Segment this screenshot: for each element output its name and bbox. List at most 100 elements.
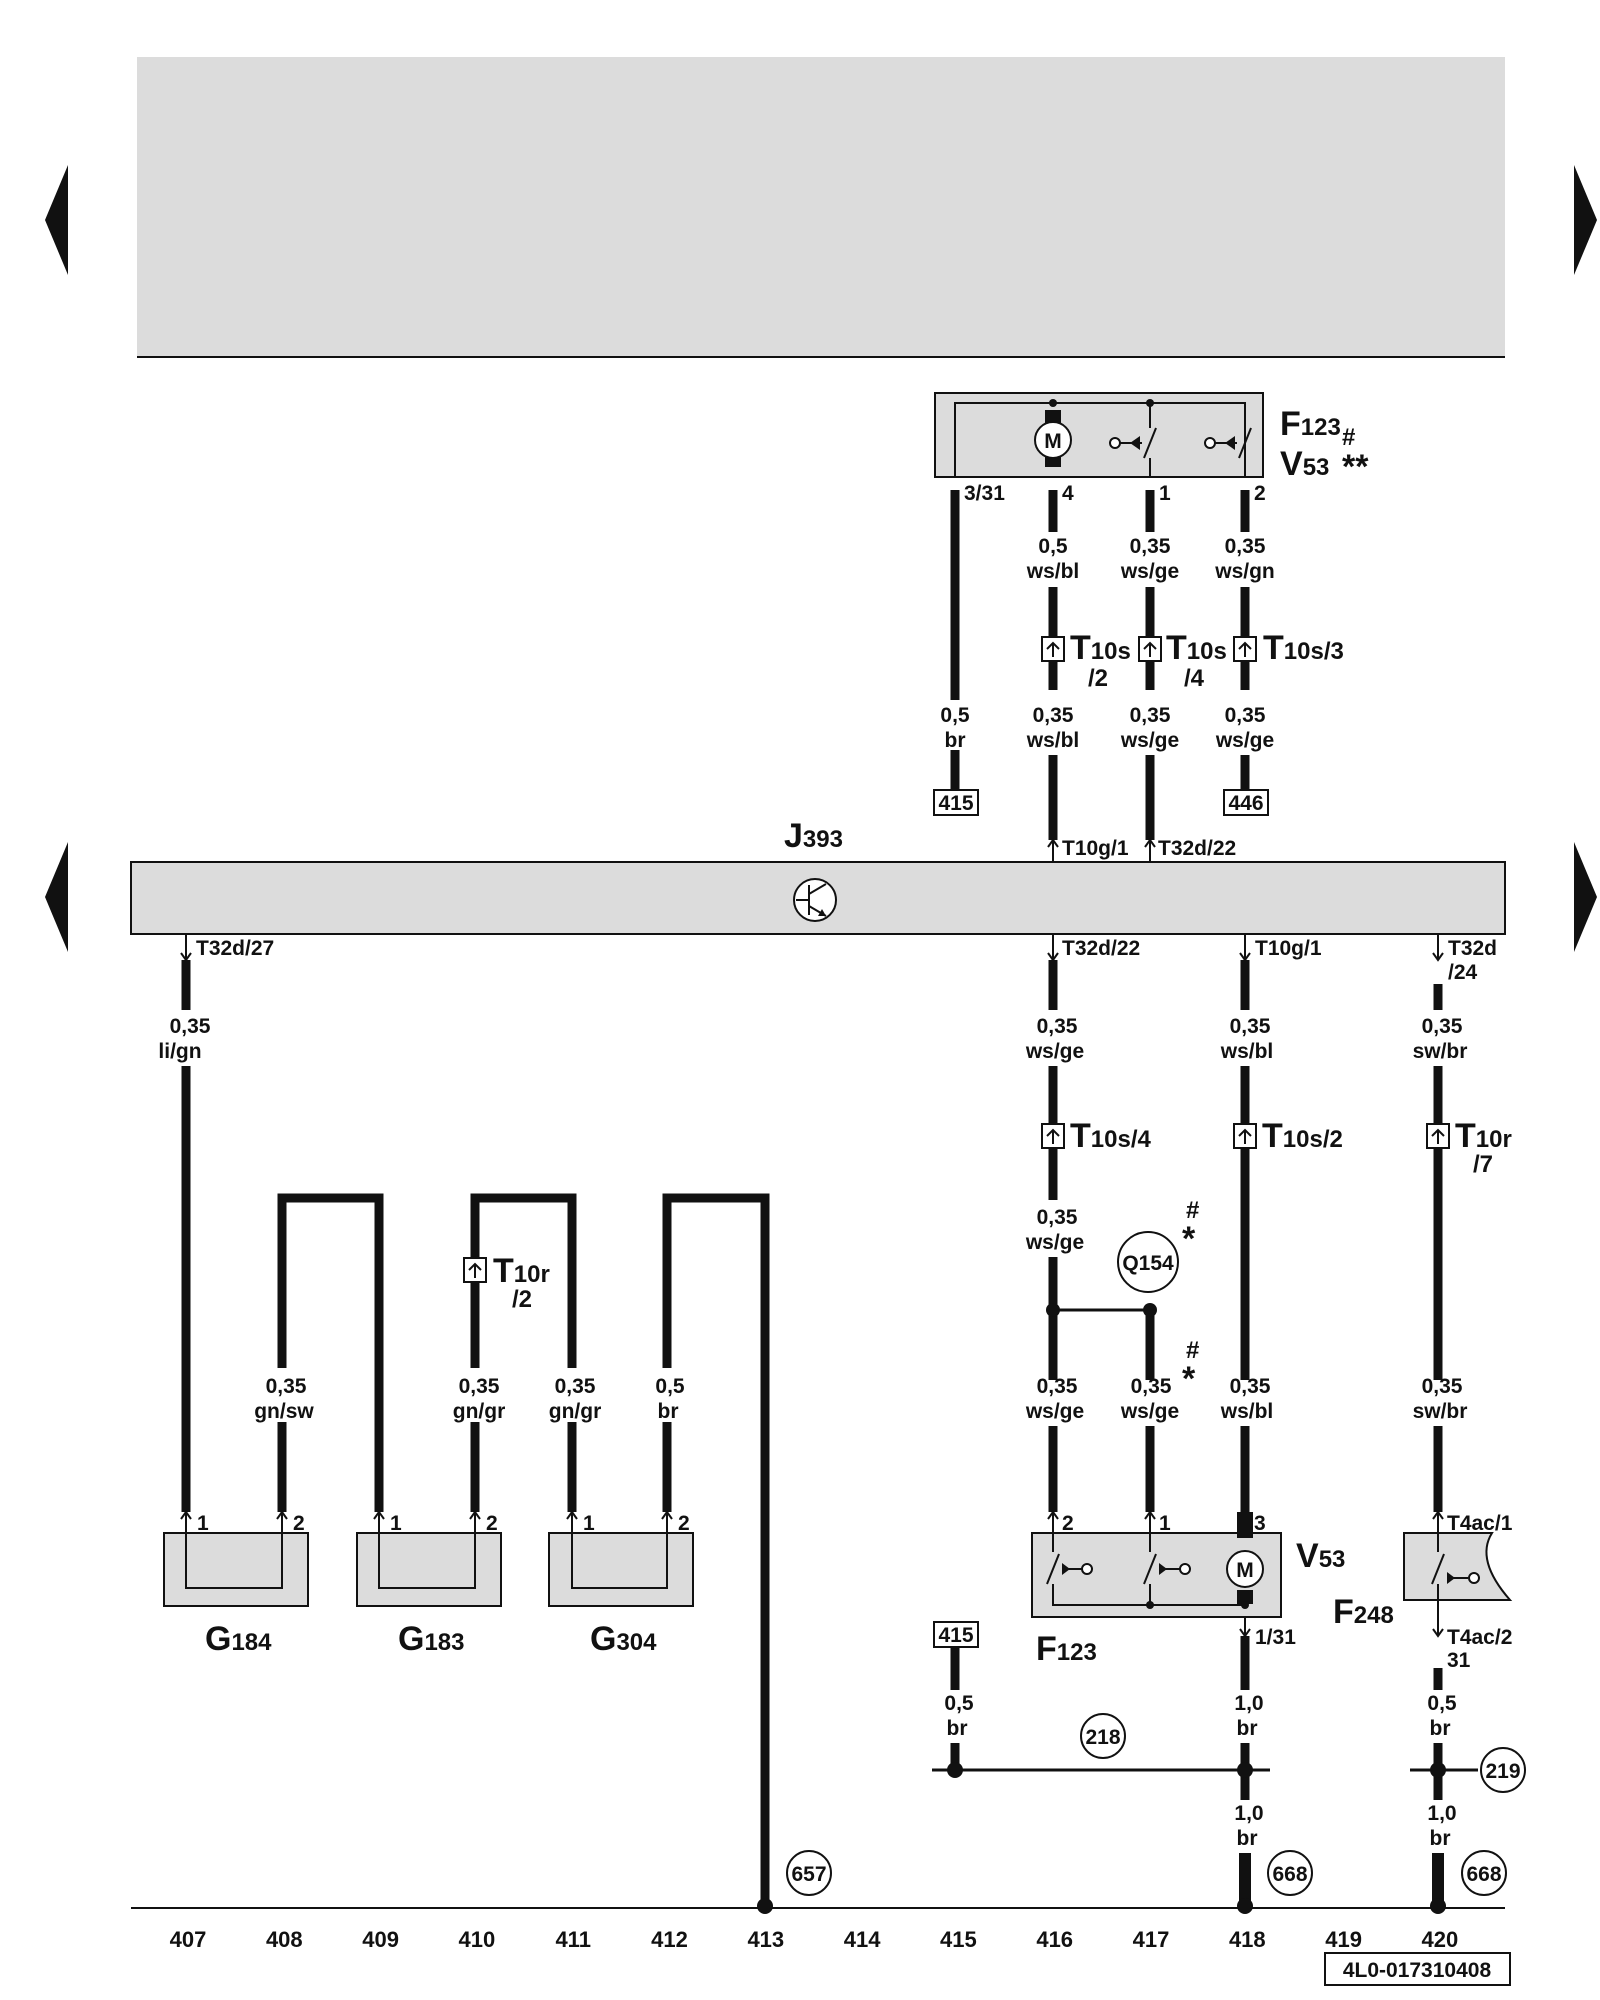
- svg-text:br: br: [945, 729, 966, 752]
- svg-text:0,35: 0,35: [1037, 1375, 1078, 1398]
- svg-text:F248: F248: [1333, 1593, 1394, 1631]
- svg-text:Q154: Q154: [1122, 1252, 1174, 1275]
- svg-text:0,35: 0,35: [459, 1375, 500, 1398]
- svg-text:T10r: T10r: [493, 1252, 550, 1290]
- ref-box-415-lower: [933, 1621, 979, 1648]
- svg-text:sw/br: sw/br: [1413, 1040, 1468, 1063]
- svg-text:668: 668: [1466, 1863, 1501, 1886]
- svg-text:415: 415: [938, 1624, 973, 1647]
- svg-text:219: 219: [1485, 1760, 1520, 1783]
- svg-text:br: br: [1430, 1827, 1451, 1850]
- svg-text:br: br: [658, 1400, 679, 1423]
- svg-text:#: #: [1186, 1337, 1199, 1364]
- svg-text:M: M: [1236, 1559, 1254, 1582]
- svg-text:ws/ge: ws/ge: [1025, 1400, 1084, 1423]
- ref-circle-218: [1080, 1713, 1126, 1759]
- wire-loop-g183-g304: [470, 1193, 577, 1512]
- svg-text:0,35: 0,35: [266, 1375, 307, 1398]
- svg-text:0,35: 0,35: [1225, 704, 1266, 727]
- svg-text:T10r: T10r: [1455, 1117, 1512, 1155]
- svg-text:br: br: [1430, 1717, 1451, 1740]
- svg-text:0,35: 0,35: [1033, 704, 1074, 727]
- svg-text:T32d/22: T32d/22: [1062, 937, 1140, 960]
- svg-text:2: 2: [1062, 1512, 1074, 1535]
- ref-circle-668: [1267, 1850, 1313, 1896]
- svg-text:0,35: 0,35: [1230, 1375, 1271, 1398]
- svg-text:ws/bl: ws/bl: [1026, 560, 1080, 583]
- svg-text:0,5: 0,5: [1427, 1692, 1457, 1715]
- column-number: 416: [1036, 1927, 1073, 1952]
- svg-text:1,0: 1,0: [1234, 1802, 1263, 1825]
- svg-text:31: 31: [1447, 1649, 1471, 1672]
- svg-text:G183: G183: [398, 1620, 465, 1658]
- svg-text:ws/gn: ws/gn: [1214, 560, 1275, 583]
- svg-text:J393: J393: [784, 817, 843, 855]
- column-number: 414: [844, 1927, 881, 1952]
- svg-text:li/gn: li/gn: [158, 1040, 201, 1063]
- wire-li-gn: 0,35 li/gn: [158, 960, 211, 1512]
- svg-text:T32d/22: T32d/22: [1158, 837, 1236, 860]
- page-right-arrow[interactable]: [1574, 165, 1597, 275]
- motor-icon: [1226, 1550, 1264, 1588]
- component-q154: Q154 # * # *: [1117, 1197, 1199, 1398]
- component-f248: F248: [1333, 1512, 1513, 1631]
- svg-text:0,35: 0,35: [1037, 1206, 1078, 1229]
- ref-circle-657: [786, 1850, 832, 1896]
- svg-text:0,35: 0,35: [1422, 1375, 1463, 1398]
- svg-text:0,5: 0,5: [940, 704, 970, 727]
- wire-top-br: 0,5 br: [930, 490, 980, 752]
- svg-text:T10s: T10s: [1166, 629, 1227, 667]
- ref-circle-219: [1480, 1747, 1526, 1793]
- connector-t10s-2-lower: T10s/2: [1233, 1117, 1343, 1155]
- svg-text:br: br: [947, 1717, 968, 1740]
- svg-text:T10s/2: T10s/2: [1262, 1117, 1343, 1155]
- svg-text:F123: F123: [1036, 1630, 1097, 1668]
- pin-2: 2: [1254, 482, 1266, 505]
- ref-circle-668: [1461, 1850, 1507, 1896]
- svg-text:1: 1: [1159, 1512, 1171, 1535]
- svg-text:ws/ge: ws/ge: [1025, 1231, 1084, 1254]
- svg-text:V53: V53: [1296, 1537, 1345, 1575]
- column-number: 417: [1133, 1927, 1170, 1952]
- svg-text:T4ac/2: T4ac/2: [1447, 1626, 1512, 1649]
- ref-box-415: [933, 789, 979, 816]
- svg-text:/4: /4: [1184, 665, 1205, 692]
- sensor-g304: G304: [548, 1512, 694, 1658]
- pin-3-31: 3/31: [964, 482, 1005, 505]
- svg-text:1: 1: [583, 1512, 595, 1535]
- svg-text:1: 1: [390, 1512, 402, 1535]
- wire-loop-g184-g183: [277, 1193, 384, 1512]
- svg-text:657: 657: [791, 1863, 826, 1886]
- component-f123-v53-top: M F123 # V53 **: [934, 392, 1369, 486]
- svg-text:0,35: 0,35: [1130, 704, 1171, 727]
- svg-text:ws/ge: ws/ge: [1120, 729, 1179, 752]
- svg-text:br: br: [1237, 1827, 1258, 1850]
- svg-text:#: #: [1186, 1197, 1199, 1224]
- svg-text:ws/ge: ws/ge: [1215, 729, 1274, 752]
- column-number: 418: [1229, 1927, 1266, 1952]
- svg-text:/2: /2: [512, 1286, 532, 1313]
- svg-text:2: 2: [678, 1512, 690, 1535]
- svg-text:**: **: [1342, 448, 1369, 486]
- svg-text:F123: F123: [1280, 405, 1341, 443]
- connector-t10s-2: T10s /2: [1041, 629, 1131, 692]
- splice-point: [1046, 1303, 1060, 1317]
- page-left-arrow[interactable]: [45, 165, 68, 275]
- svg-text:2: 2: [293, 1512, 305, 1535]
- svg-text:218: 218: [1085, 1726, 1120, 1749]
- j393-right-arrow[interactable]: [1574, 842, 1597, 952]
- header-panel: [137, 57, 1505, 357]
- svg-text:T32d: T32d: [1448, 937, 1497, 960]
- j393-left-arrow[interactable]: [45, 842, 68, 952]
- svg-text:V53: V53: [1280, 445, 1329, 483]
- svg-text:ws/bl: ws/bl: [1220, 1400, 1274, 1423]
- column-number: 415: [940, 1927, 977, 1952]
- svg-text:0,5: 0,5: [1038, 535, 1068, 558]
- column-number: 419: [1325, 1927, 1362, 1952]
- ref-box-446: [1223, 789, 1269, 816]
- svg-text:ws/ge: ws/ge: [1025, 1040, 1084, 1063]
- svg-text:ws/bl: ws/bl: [1026, 729, 1080, 752]
- switch-icon: [1204, 427, 1252, 477]
- svg-text:gn/gr: gn/gr: [453, 1400, 506, 1423]
